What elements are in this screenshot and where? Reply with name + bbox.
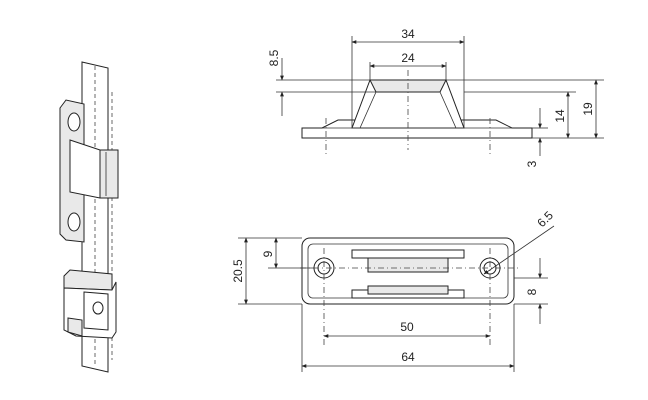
striker-face: [99, 149, 119, 199]
striker-block-top: [367, 257, 449, 273]
dim-50: 50: [400, 320, 414, 334]
dim-20-5: 20.5: [231, 259, 245, 283]
dim-24: 24: [401, 51, 415, 65]
slot-top: [351, 249, 465, 259]
dim-8: 8: [525, 288, 539, 295]
latch-top: [63, 269, 113, 291]
body-inner-edge-right: [439, 91, 457, 129]
dim-64: 64: [401, 350, 415, 364]
latch-tab: [67, 317, 83, 337]
striker-hole-top: [67, 112, 81, 132]
isometric-assembly-view: [59, 61, 119, 373]
dim-3: 3: [525, 160, 539, 167]
dim-14: 14: [553, 109, 567, 123]
body-inner-edge-left: [359, 91, 377, 129]
dim-9: 9: [261, 250, 275, 257]
striker-hole-bottom: [67, 212, 81, 232]
side-elevation-view: 34 24 8.5 19 14 3: [267, 27, 604, 167]
dim-19: 19: [581, 102, 595, 116]
leader-6-5: [483, 225, 555, 275]
plan-view: 20.5 9 8 6.5 50 64: [231, 208, 556, 372]
dim-8-5: 8.5: [267, 49, 281, 66]
striker-block-bottom: [367, 285, 449, 295]
dim-34: 34: [401, 27, 415, 41]
latch-screw-hole: [92, 301, 104, 315]
